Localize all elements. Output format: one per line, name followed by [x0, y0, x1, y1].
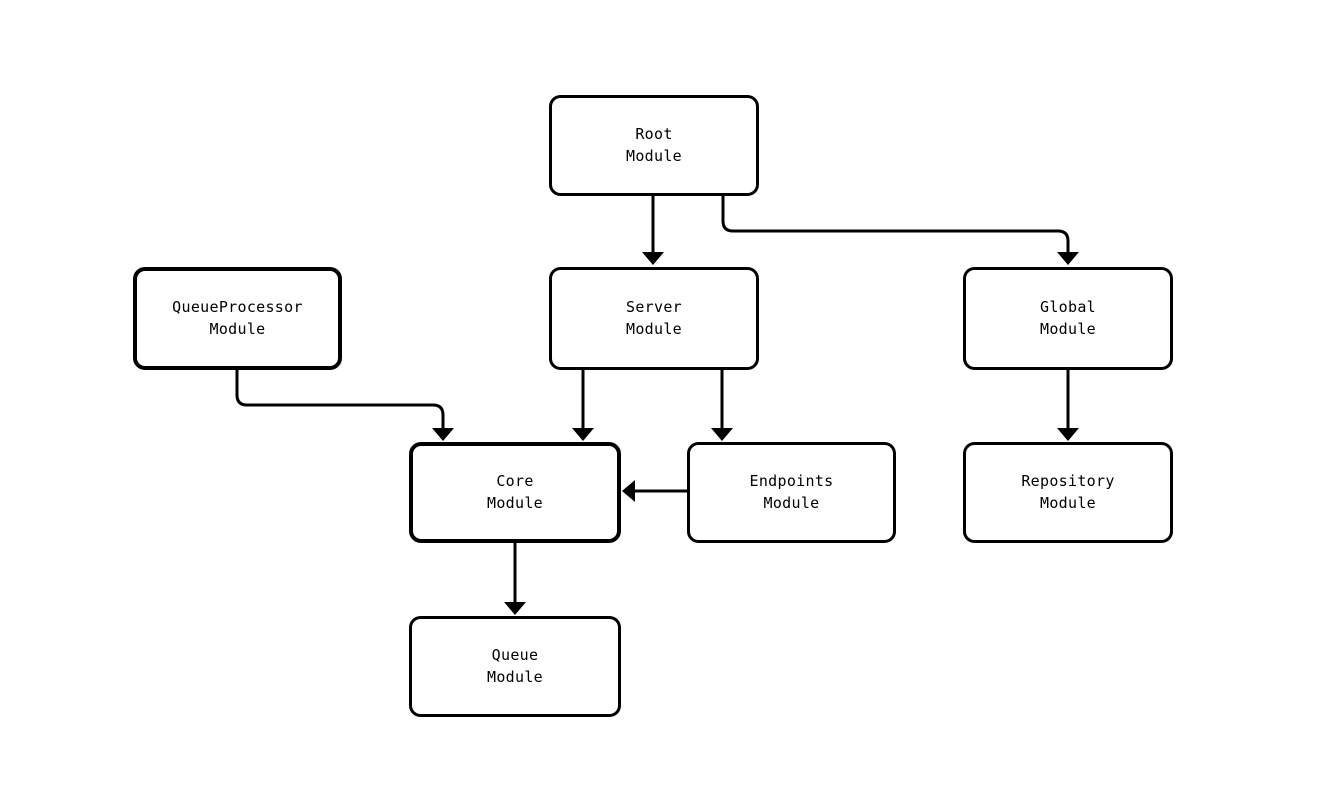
edge-server-to-endpoints-arrowhead — [711, 428, 733, 441]
edge-server-to-core — [572, 370, 594, 441]
edge-root-to-global — [721, 196, 1079, 265]
queue-module-node-label-line1: Queue — [492, 646, 539, 664]
edge-core-to-queue — [504, 543, 526, 615]
queueprocessor-module-node-box[interactable] — [133, 267, 342, 370]
queue-module-node-label-line2: Module — [487, 668, 543, 686]
edges-layer — [235, 196, 1079, 615]
repository-module-node-label-line2: Module — [1040, 494, 1096, 512]
edge-root-to-global-line — [721, 196, 1070, 254]
repository-module-node-label-line1: Repository — [1021, 472, 1114, 490]
edge-queueprocessor-to-core — [235, 370, 454, 441]
edge-core-to-queue-arrowhead — [504, 602, 526, 615]
edge-queueprocessor-to-core-arrowhead — [432, 428, 454, 441]
edge-global-to-repository — [1057, 370, 1079, 441]
global-module-node-label-line1: Global — [1040, 298, 1096, 316]
queueprocessor-module-node-label-line2: Module — [210, 320, 266, 338]
queue-module-node-box[interactable] — [409, 616, 621, 717]
queueprocessor-module-node-label-line1: QueueProcessor — [172, 298, 303, 316]
edge-server-to-core-arrowhead — [572, 428, 594, 441]
edge-server-to-endpoints — [711, 370, 733, 441]
server-module-node-label-line1: Server — [626, 298, 682, 316]
edge-root-to-global-arrowhead — [1057, 252, 1079, 265]
endpoints-module-node-box[interactable] — [687, 442, 896, 543]
global-module-node-box[interactable] — [963, 267, 1173, 370]
edge-endpoints-to-core — [622, 480, 687, 502]
global-module-node-label-line2: Module — [1040, 320, 1096, 338]
server-module-node-label-line2: Module — [626, 320, 682, 338]
nodes-layer: RootModuleQueueProcessorModuleServerModu… — [133, 95, 1173, 717]
repository-module-node-box[interactable] — [963, 442, 1173, 543]
endpoints-module-node-label-line2: Module — [764, 494, 820, 512]
edge-root-to-server-arrowhead — [642, 252, 664, 265]
server-module-node-box[interactable] — [549, 267, 759, 370]
root-module-node-box[interactable] — [549, 95, 759, 196]
endpoints-module-node-label-line1: Endpoints — [750, 472, 834, 490]
edge-global-to-repository-arrowhead — [1057, 428, 1079, 441]
core-module-node-box[interactable] — [409, 442, 621, 543]
core-module-node-label-line2: Module — [487, 494, 543, 512]
edge-endpoints-to-core-arrowhead — [622, 480, 635, 502]
root-module-node-label-line1: Root — [635, 125, 672, 143]
root-module-node-label-line2: Module — [626, 147, 682, 165]
edge-queueprocessor-to-core-line — [235, 370, 445, 430]
core-module-node-label-line1: Core — [496, 472, 533, 490]
edge-root-to-server — [642, 196, 664, 265]
